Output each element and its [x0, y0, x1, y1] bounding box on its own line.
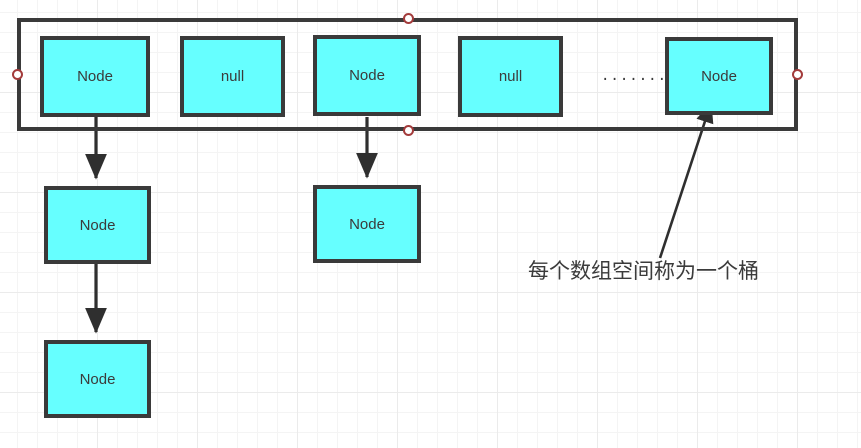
chain-node-label: Node: [79, 370, 116, 388]
chain-node-bucket0-1[interactable]: Node: [44, 186, 151, 264]
bucket-cell-label: null: [220, 68, 245, 85]
bucket-cell-label: null: [498, 68, 523, 85]
chain-node-label: Node: [79, 216, 116, 234]
bucket-cell-2[interactable]: Node: [313, 35, 421, 116]
bucket-callout-text: 每个数组空间称为一个桶: [528, 259, 759, 283]
handle-bottom-icon[interactable]: [403, 125, 414, 136]
handle-right-icon[interactable]: [792, 69, 803, 80]
bucket-cell-label: Node: [701, 67, 737, 85]
handle-top-icon[interactable]: [403, 13, 414, 24]
chain-node-label: Node: [349, 215, 385, 233]
ellipsis-label: .......: [601, 68, 668, 84]
bucket-cell-n[interactable]: Node: [665, 37, 773, 115]
bucket-cell-label: Node: [349, 67, 385, 84]
bucket-cell-3[interactable]: null: [458, 36, 563, 117]
bucket-cell-label: Node: [77, 68, 113, 85]
handle-left-icon[interactable]: [12, 69, 23, 80]
bucket-cell-0[interactable]: Node: [40, 36, 150, 117]
bucket-cell-1[interactable]: null: [180, 36, 285, 117]
chain-node-bucket0-2[interactable]: Node: [44, 340, 151, 418]
chain-node-bucket2-1[interactable]: Node: [313, 185, 421, 263]
